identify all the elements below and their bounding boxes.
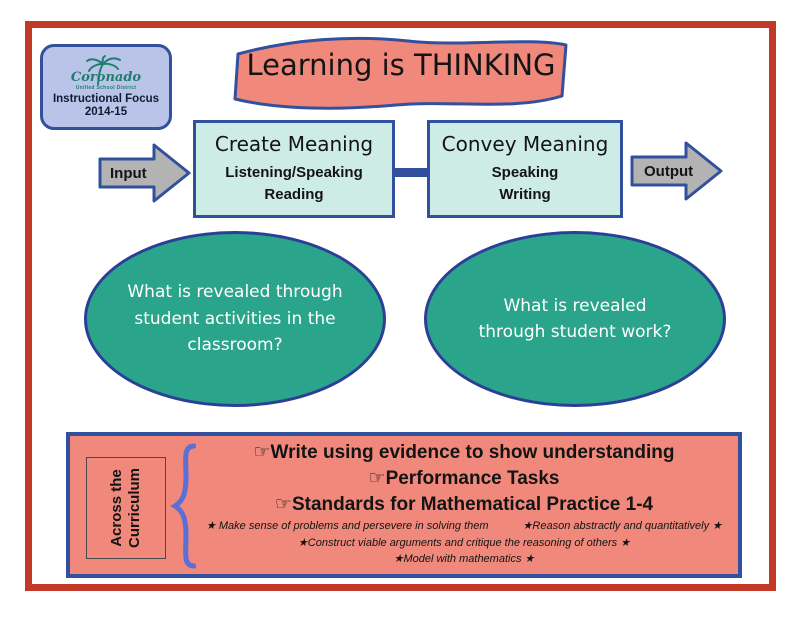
- district-name: Coronado: [70, 69, 142, 85]
- across-curriculum-label: Across the Curriculum: [108, 467, 144, 549]
- badge-year: 2014-15: [84, 105, 128, 118]
- district-badge: Coronado Unified School District Instruc…: [40, 44, 172, 130]
- student-work-question-ellipse: What is revealed through student work?: [424, 231, 726, 407]
- badge-instructional-focus: Instructional Focus: [52, 92, 160, 105]
- convey-meaning-line2: Writing: [499, 186, 551, 203]
- star-item: ★ Make sense of problems and persevere i…: [205, 519, 489, 532]
- output-label: Output: [644, 162, 694, 180]
- district-subtitle: Unified School District: [75, 84, 137, 91]
- title-banner: Learning is THINKING: [228, 32, 574, 118]
- bullet-performance-tasks: ☞Performance Tasks: [198, 468, 730, 490]
- curriculum-content: ☞Write using evidence to show understand…: [198, 438, 730, 570]
- input-label: Input: [110, 164, 147, 182]
- star-item: ★Reason abstractly and quantitatively ★: [522, 519, 723, 532]
- pointing-hand-icon: ☞: [368, 466, 386, 489]
- create-meaning-line2: Reading: [264, 186, 324, 203]
- output-arrow: Output: [630, 140, 724, 202]
- classroom-question-ellipse: What is revealed through student activit…: [84, 231, 386, 407]
- create-meaning-box: Create Meaning Listening/Speaking Readin…: [193, 120, 395, 218]
- pointing-hand-icon: ☞: [274, 492, 292, 515]
- right-arrow-icon: [630, 141, 723, 201]
- math-practice-row1: ★ Make sense of problems and persevere i…: [198, 520, 730, 533]
- pointing-hand-icon: ☞: [253, 441, 271, 464]
- bullet-write-evidence: ☞Write using evidence to show understand…: [198, 442, 730, 464]
- page-border: [25, 21, 776, 591]
- create-meaning-title: Create Meaning: [214, 132, 374, 157]
- district-logo: Coronado Unified School District: [70, 54, 142, 92]
- side-label-frame: Across the Curriculum: [86, 457, 166, 559]
- input-arrow: Input: [98, 142, 192, 204]
- bullet-text: Write using evidence to show understandi…: [270, 442, 675, 464]
- across-curriculum-box: Across the Curriculum ☞Write using evide…: [66, 432, 742, 578]
- math-practice-row3: ★Model with mathematics ★: [393, 553, 535, 566]
- math-practice-row2: ★Construct viable arguments and critique…: [297, 536, 631, 549]
- create-meaning-line1: Listening/Speaking: [225, 164, 363, 182]
- palm-tree-icon: [86, 54, 121, 85]
- convey-meaning-title: Convey Meaning: [441, 132, 609, 157]
- bullet-math-practice: ☞Standards for Mathematical Practice 1-4: [198, 492, 730, 516]
- page-title: Learning is THINKING: [246, 48, 556, 82]
- classroom-question-text: What is revealed through student activit…: [127, 282, 343, 356]
- banner-ribbon-shape: [233, 36, 568, 110]
- convey-meaning-box: Convey Meaning Speaking Writing: [427, 120, 623, 218]
- bullet-text: Performance Tasks: [385, 467, 560, 489]
- convey-meaning-line1: Speaking: [491, 164, 559, 182]
- student-work-question-text: What is revealed through student work?: [478, 295, 672, 342]
- bullet-text: Standards for Mathematical Practice 1-4: [291, 493, 654, 515]
- right-arrow-icon: [98, 143, 191, 203]
- curly-brace-icon: [170, 443, 196, 569]
- box-connector-line: [392, 168, 430, 177]
